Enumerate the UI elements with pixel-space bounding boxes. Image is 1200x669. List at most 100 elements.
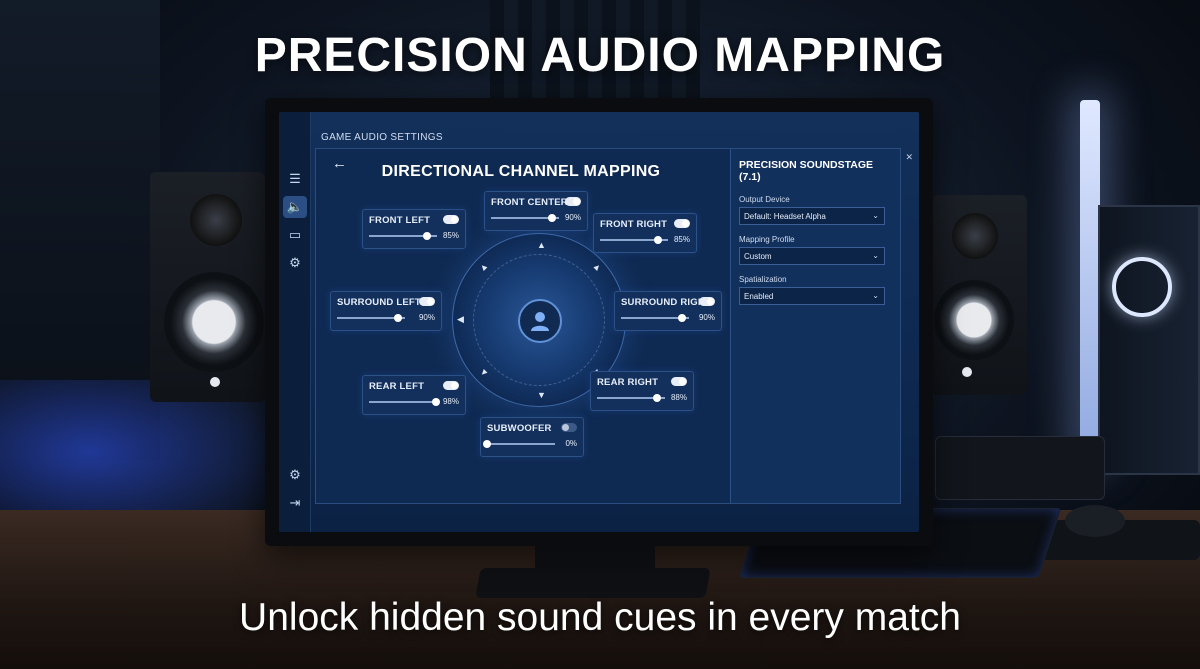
light-bar: [1080, 100, 1100, 460]
direction-marker-icon: ▲: [476, 366, 491, 380]
channel-slider[interactable]: [600, 236, 668, 244]
channel-toggle[interactable]: [561, 423, 577, 432]
channel-value: 98%: [442, 397, 459, 406]
channel-value: 0%: [565, 439, 577, 448]
case-fan: [1112, 257, 1172, 317]
logout-icon[interactable]: ⇥: [289, 495, 301, 510]
slider-thumb[interactable]: [653, 236, 662, 244]
channel-surround-right: SURROUND RIGHT 90%: [614, 291, 722, 331]
nav-rail: ☰ 🔈 ▭ ⚙ ⚙ ⇥: [279, 112, 311, 532]
channel-label: SURROUND RIGHT: [621, 297, 711, 308]
left-studio-speaker: [150, 172, 265, 402]
direction-marker-icon: ◀: [457, 314, 464, 324]
channel-label: SUBWOOFER: [487, 423, 552, 434]
channel-value: 90%: [698, 313, 715, 322]
output-device-label: Output Device: [739, 195, 790, 204]
select-value: Custom: [744, 252, 772, 261]
monitor: ☰ 🔈 ▭ ⚙ ⚙ ⇥ GAME AUDIO SETTINGS – ▢ ✕ ← …: [265, 98, 933, 546]
display-icon[interactable]: ▭: [288, 227, 302, 242]
channel-label: REAR LEFT: [369, 381, 425, 392]
monitor-base: [475, 568, 711, 598]
channel-value: 90%: [564, 213, 581, 222]
spatialization-label: Spatialization: [739, 275, 787, 284]
back-arrow-icon[interactable]: ←: [332, 155, 347, 172]
channel-value: 85%: [442, 231, 459, 240]
channel-subwoofer: SUBWOOFER 0%: [480, 417, 584, 457]
gear-icon[interactable]: ⚙: [289, 467, 301, 482]
mapping-profile-label: Mapping Profile: [739, 235, 795, 244]
channel-label: SURROUND LEFT: [337, 297, 421, 308]
speaker-cone: [934, 280, 1014, 360]
mouse: [1065, 505, 1125, 537]
channel-slider[interactable]: [621, 314, 689, 322]
window-title: GAME AUDIO SETTINGS: [321, 132, 443, 143]
speaker-led: [210, 377, 220, 387]
spatialization-select[interactable]: Enabled ⌄: [739, 287, 885, 305]
select-value: Enabled: [744, 292, 774, 301]
caption: Unlock hidden sound cues in every match: [239, 596, 961, 639]
speaker-tweeter: [952, 213, 998, 259]
direction-marker-icon: ▲: [476, 260, 491, 274]
speaker-cone: [164, 272, 264, 372]
channel-slider[interactable]: [491, 214, 559, 222]
channel-front-center: FRONT CENTER 90%: [484, 191, 588, 231]
menu-icon[interactable]: ☰: [289, 171, 301, 186]
channel-slider[interactable]: [597, 394, 665, 402]
select-value: Default: Headset Alpha: [744, 212, 826, 221]
chevron-down-icon: ⌄: [872, 251, 879, 260]
page-title: DIRECTIONAL CHANNEL MAPPING: [381, 163, 661, 180]
soundstage-panel: PRECISION SOUNDSTAGE (7.1) Output Device…: [730, 149, 900, 503]
channel-label: FRONT RIGHT: [600, 219, 668, 230]
gear-icon[interactable]: ⚙: [289, 255, 301, 270]
channel-toggle[interactable]: [674, 219, 690, 228]
output-device-select[interactable]: Default: Headset Alpha ⌄: [739, 207, 885, 225]
speaker-icon[interactable]: 🔈: [283, 196, 307, 218]
speaker-led: [962, 367, 972, 377]
chevron-down-icon: ⌄: [872, 291, 879, 300]
chevron-down-icon: ⌄: [872, 211, 879, 220]
user-icon: [518, 299, 562, 343]
app-panel: ← DIRECTIONAL CHANNEL MAPPING ▲ ▼ ◀ ▶ ▲ …: [315, 148, 901, 504]
channel-rear-right: REAR RIGHT 88%: [590, 371, 694, 411]
channel-toggle[interactable]: [443, 381, 459, 390]
pc-case: [1098, 205, 1200, 475]
channel-label: REAR RIGHT: [597, 377, 659, 388]
soundstage-inner-ring: [473, 254, 605, 386]
direction-marker-icon: ▼: [537, 390, 546, 400]
right-studio-speaker: [932, 195, 1027, 395]
channel-value: 90%: [418, 313, 435, 322]
slider-thumb[interactable]: [548, 214, 557, 222]
channel-toggle[interactable]: [699, 297, 715, 306]
slider-thumb[interactable]: [431, 398, 440, 406]
screen: ☰ 🔈 ▭ ⚙ ⚙ ⇥ GAME AUDIO SETTINGS – ▢ ✕ ← …: [279, 112, 919, 532]
channel-surround-left: SURROUND LEFT 90%: [330, 291, 442, 331]
channel-value: 88%: [670, 393, 687, 402]
channel-toggle[interactable]: [419, 297, 435, 306]
channel-rear-left: REAR LEFT 98%: [362, 375, 466, 415]
channel-toggle[interactable]: [671, 377, 687, 386]
channel-toggle[interactable]: [565, 197, 581, 206]
channel-value: 85%: [673, 235, 690, 244]
close-button[interactable]: ✕: [905, 152, 913, 162]
direction-marker-icon: ▲: [590, 260, 605, 274]
slider-thumb[interactable]: [422, 232, 431, 240]
channel-slider[interactable]: [369, 398, 440, 406]
slider-thumb[interactable]: [483, 440, 491, 448]
slider-thumb[interactable]: [678, 314, 687, 322]
speaker-tweeter: [190, 194, 242, 246]
headline: PRECISION AUDIO MAPPING: [254, 29, 946, 82]
channel-label: FRONT LEFT: [369, 215, 431, 226]
slider-thumb[interactable]: [652, 394, 661, 402]
channel-label: FRONT CENTER: [491, 197, 568, 208]
channel-slider[interactable]: [337, 314, 405, 322]
mapping-profile-select[interactable]: Custom ⌄: [739, 247, 885, 265]
channel-front-right: FRONT RIGHT 85%: [593, 213, 697, 253]
panel-title: PRECISION SOUNDSTAGE (7.1): [739, 159, 873, 183]
slider-thumb[interactable]: [394, 314, 403, 322]
channel-slider[interactable]: [483, 440, 555, 448]
channel-map: ▲ ▼ ◀ ▶ ▲ ▲ ▲ ▲: [316, 185, 726, 505]
channel-toggle[interactable]: [443, 215, 459, 224]
channel-slider[interactable]: [369, 232, 437, 240]
channel-front-left: FRONT LEFT 85%: [362, 209, 466, 249]
direction-marker-icon: ▲: [537, 240, 546, 250]
